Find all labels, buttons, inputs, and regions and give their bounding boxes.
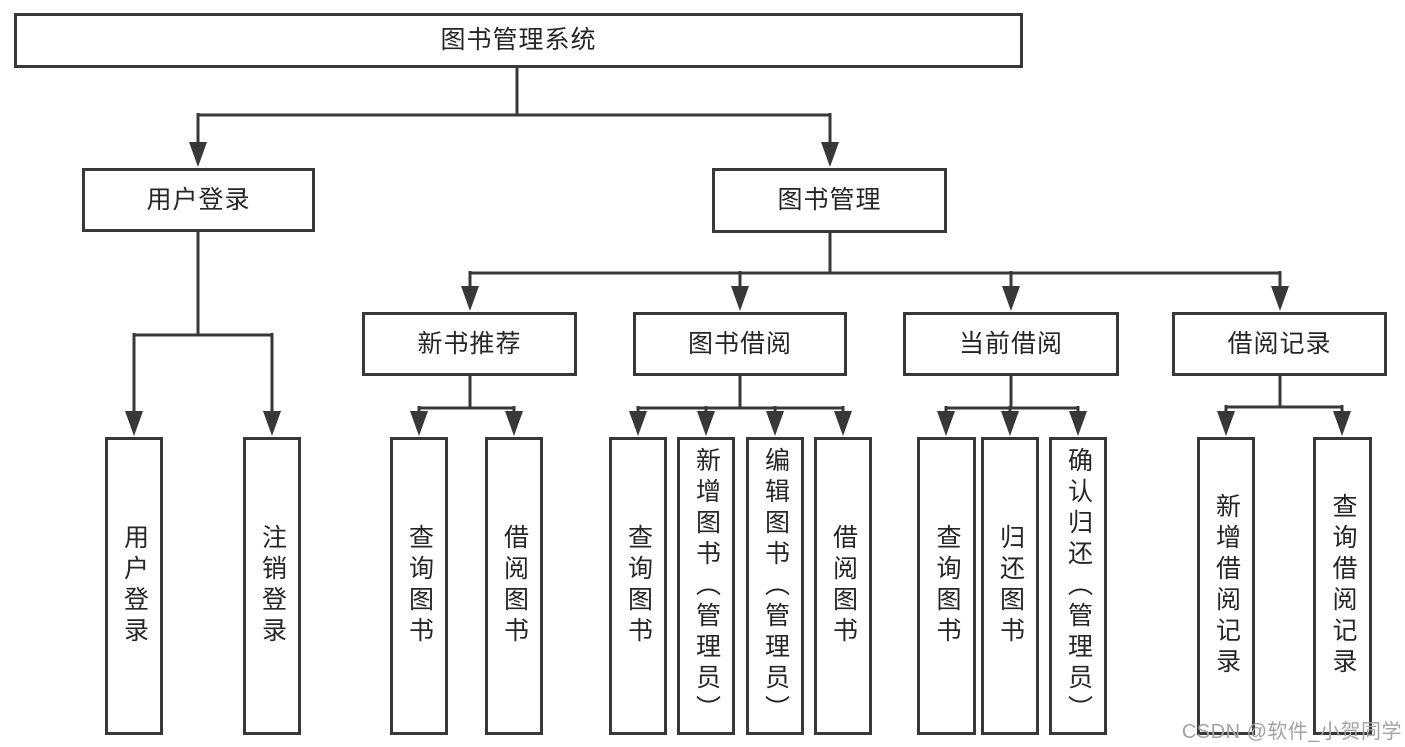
arrow-down-icon (1217, 411, 1235, 436)
arrow-down-icon (1333, 411, 1351, 436)
arrow-down-icon (834, 411, 852, 436)
node-user-login: 用户登录 (82, 168, 315, 232)
arrow-down-icon (1001, 411, 1019, 436)
leaf-add-borrow-record-label: 新增借阅记录 (1212, 493, 1241, 679)
node-book-management: 图书管理 (712, 168, 947, 233)
leaf-borrow-book: 借阅图书 (814, 437, 872, 735)
node-book-borrow: 图书借阅 (633, 312, 847, 376)
leaf-add-borrow-record: 新增借阅记录 (1197, 437, 1255, 735)
node-book-management-label: 图书管理 (777, 186, 882, 214)
node-borrow-record-label: 借阅记录 (1227, 329, 1332, 358)
leaf-query-book-recommend-label: 查询图书 (405, 524, 434, 648)
leaf-user-login-label: 用户登录 (120, 524, 149, 648)
node-root: 图书管理系统 (14, 13, 1023, 68)
leaf-confirm-return-admin: 确认归还（管理员） (1049, 437, 1107, 735)
node-current-borrow: 当前借阅 (903, 312, 1119, 376)
arrow-down-icon (731, 286, 749, 311)
connector-borrow-record-fork (1224, 376, 1344, 414)
leaf-query-borrow-record-label: 查询借阅记录 (1329, 493, 1357, 679)
node-root-label: 图书管理系统 (440, 26, 597, 54)
arrowhead-icons (125, 142, 1351, 436)
leaf-query-book-recommend: 查询图书 (390, 437, 448, 735)
leaf-logout: 注销登录 (243, 437, 301, 735)
leaf-logout-label: 注销登录 (258, 524, 287, 648)
arrow-down-icon (1271, 286, 1289, 311)
connector-book-mgmt-fork (468, 233, 1282, 290)
connector-user-login-fork (132, 232, 274, 414)
leaf-query-borrow-record: 查询借阅记录 (1313, 437, 1372, 735)
connector-book-borrow-fork (636, 376, 845, 414)
arrow-down-icon (766, 411, 784, 436)
arrow-down-icon (1069, 411, 1087, 436)
node-new-book-recommend-label: 新书推荐 (417, 329, 522, 358)
arrow-down-icon (937, 411, 955, 436)
leaf-borrow-book-label: 借阅图书 (829, 524, 858, 648)
arrow-down-icon (821, 142, 839, 167)
watermark: CSDN @软件_小贺同学 (1181, 721, 1402, 743)
connector-current-borrow-fork (944, 376, 1080, 414)
connector-root-fork (196, 68, 832, 145)
arrow-down-icon (125, 411, 143, 436)
node-current-borrow-label: 当前借阅 (958, 329, 1063, 358)
node-user-login-label: 用户登录 (146, 185, 251, 214)
arrow-down-icon (697, 411, 715, 436)
arrow-down-icon (1002, 286, 1020, 311)
node-new-book-recommend: 新书推荐 (362, 312, 577, 376)
leaf-query-book-borrow: 查询图书 (609, 437, 667, 735)
arrow-down-icon (263, 411, 281, 436)
leaf-return-book-label: 归还图书 (996, 524, 1025, 648)
leaf-edit-book-admin-label: 编辑图书（管理员） (761, 446, 790, 726)
node-book-borrow-label: 图书借阅 (687, 329, 792, 358)
arrow-down-icon (461, 286, 479, 311)
arrow-down-icon (629, 411, 647, 436)
leaf-confirm-return-admin-label: 确认归还（管理员） (1064, 446, 1093, 726)
leaf-return-book: 归还图书 (981, 437, 1039, 735)
leaf-borrow-book-recommend-label: 借阅图书 (500, 524, 529, 648)
leaf-borrow-book-recommend: 借阅图书 (485, 437, 543, 735)
arrow-down-icon (189, 142, 207, 167)
leaf-query-book-borrow-label: 查询图书 (624, 524, 653, 648)
leaf-query-book-current: 查询图书 (917, 437, 976, 735)
arrow-down-icon (505, 411, 523, 436)
leaf-add-book-admin-label: 新增图书（管理员） (692, 446, 721, 726)
leaf-edit-book-admin: 编辑图书（管理员） (746, 437, 804, 735)
leaf-add-book-admin: 新增图书（管理员） (677, 437, 735, 735)
arrow-down-icon (410, 411, 428, 436)
connector-paths (132, 68, 1344, 414)
leaf-query-book-current-label: 查询图书 (933, 524, 961, 648)
leaf-user-login: 用户登录 (105, 437, 163, 735)
node-borrow-record: 借阅记录 (1172, 312, 1387, 376)
connector-new-book-fork (417, 376, 516, 414)
